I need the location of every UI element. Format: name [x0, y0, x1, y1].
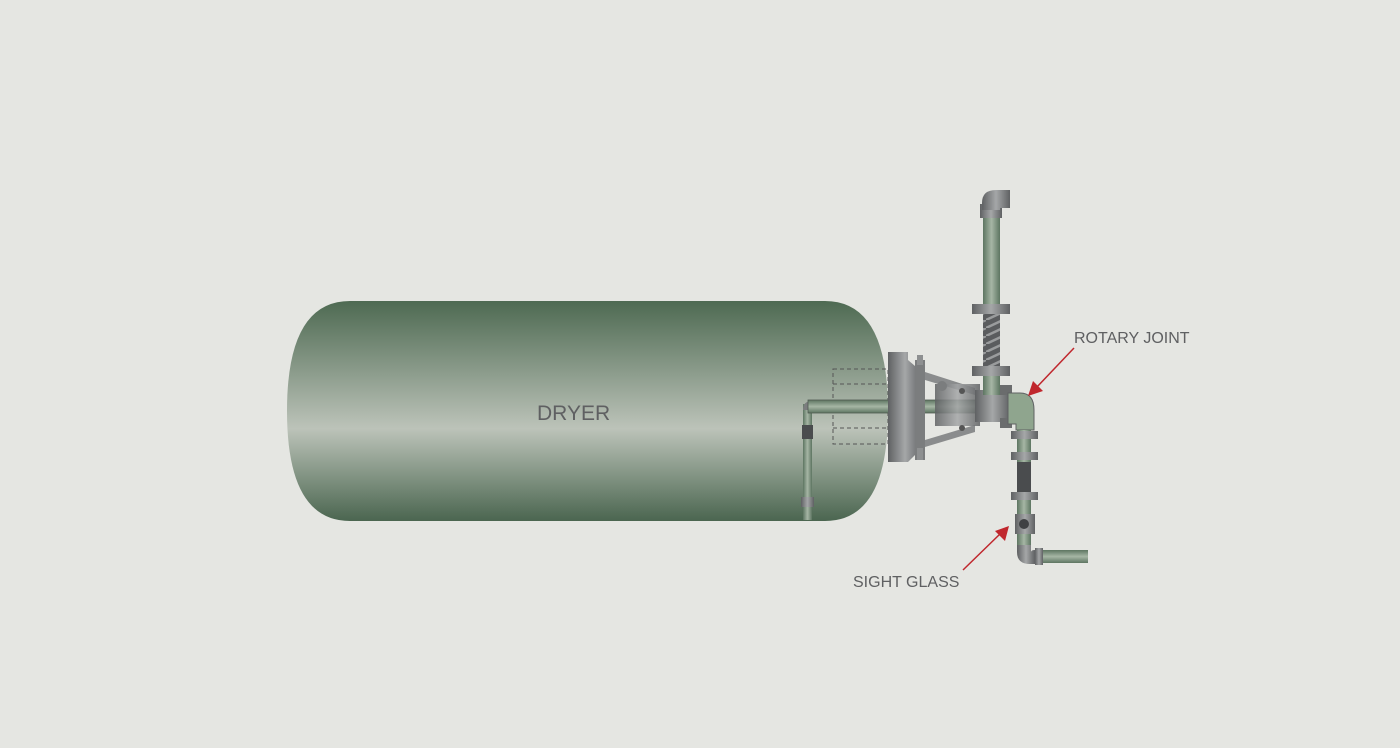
dryer-drum: [287, 301, 888, 521]
flexible-hose: [983, 314, 1000, 368]
sight-glass-arrow: [962, 532, 1002, 571]
outlet-pipe: [1035, 550, 1088, 563]
journal-flange: [888, 352, 922, 462]
rotary-joint-label: ROTARY JOINT: [1074, 330, 1190, 347]
rotary-joint-elbow: [1007, 392, 1035, 431]
flange: [972, 366, 1010, 376]
sight-glass-label: SIGHT GLASS: [853, 574, 960, 591]
top-elbow: [982, 190, 1010, 210]
flange: [1011, 431, 1038, 439]
arrowhead-icon: [1028, 381, 1043, 396]
arrowhead-icon: [995, 526, 1009, 541]
dryer-label: DRYER: [537, 402, 611, 425]
flange: [1011, 492, 1038, 500]
rotary-joint-arrow: [1035, 347, 1075, 389]
bottom-elbow: [1017, 545, 1035, 564]
siphon-pipe: [803, 404, 812, 520]
flange: [1011, 452, 1038, 460]
rotary-joint-body: [975, 390, 1010, 422]
flange: [972, 304, 1010, 314]
